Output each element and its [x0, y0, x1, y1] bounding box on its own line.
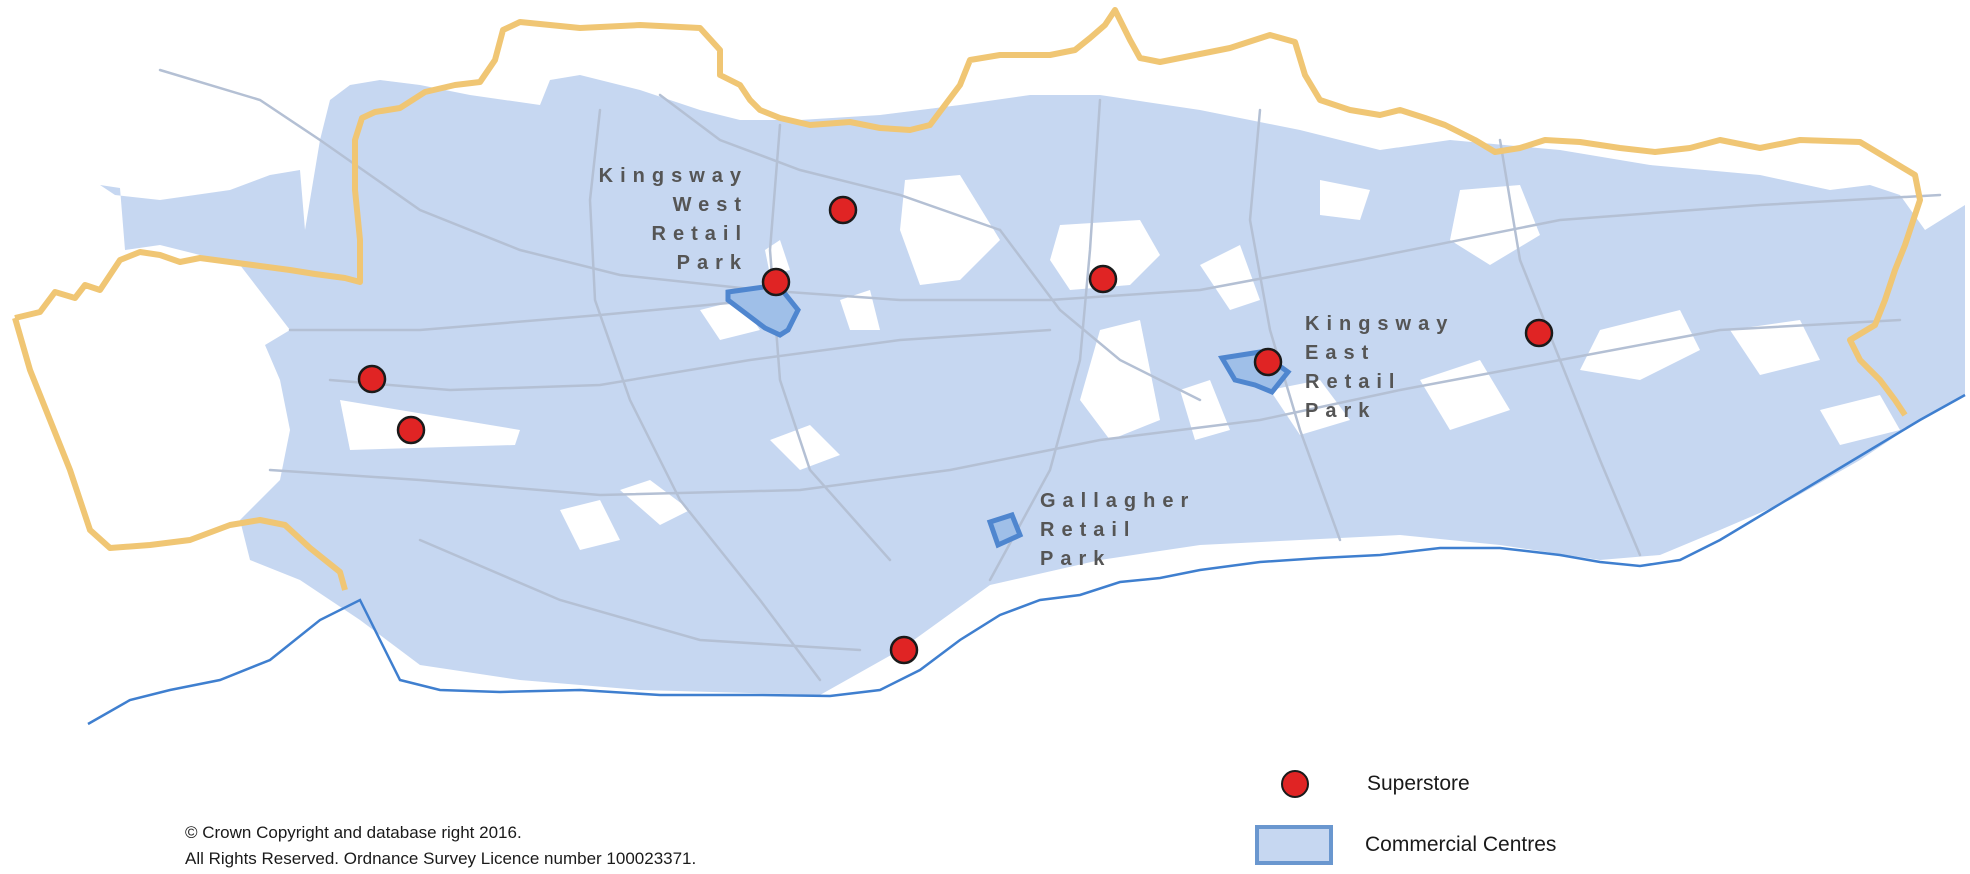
copyright-line-1: © Crown Copyright and database right 201… — [185, 823, 522, 842]
council-boundary — [14, 7, 1923, 417]
coastline — [87, 393, 1966, 726]
superstore-markers — [357, 195, 1554, 665]
superstore-marker — [889, 635, 919, 665]
commercial-centre-gallagher — [986, 511, 1024, 549]
road-network — [158, 68, 1942, 682]
label-gallagher: Gallagher Retail Park — [1040, 490, 1196, 570]
council-boundary-west — [12, 317, 348, 591]
superstore-marker — [1088, 264, 1118, 294]
legend-superstore-label: Superstore — [1367, 772, 1470, 795]
label-kingsway-west: Kingsway West Retail Park — [598, 165, 748, 274]
superstore-marker — [357, 364, 387, 394]
commercial-centre-icon — [1255, 825, 1333, 865]
superstore-marker — [761, 267, 791, 297]
copyright-line-2: All Rights Reserved. Ordnance Survey Lic… — [185, 849, 697, 868]
legend-commercial-label: Commercial Centres — [1365, 833, 1557, 856]
legend: Superstore Commercial Centres — [1255, 770, 1675, 870]
legend-commercial: Commercial Centres — [1255, 825, 1556, 865]
legend-superstore: Superstore — [1255, 770, 1470, 798]
copyright-notice: © Crown Copyright and database right 201… — [185, 820, 696, 872]
label-kingsway-east: Kingsway East Retail Park — [1305, 313, 1455, 422]
superstore-marker — [396, 415, 426, 445]
superstore-icon — [1281, 770, 1309, 798]
superstore-marker — [1524, 318, 1554, 348]
superstore-marker — [1253, 347, 1283, 377]
superstore-marker — [828, 195, 858, 225]
